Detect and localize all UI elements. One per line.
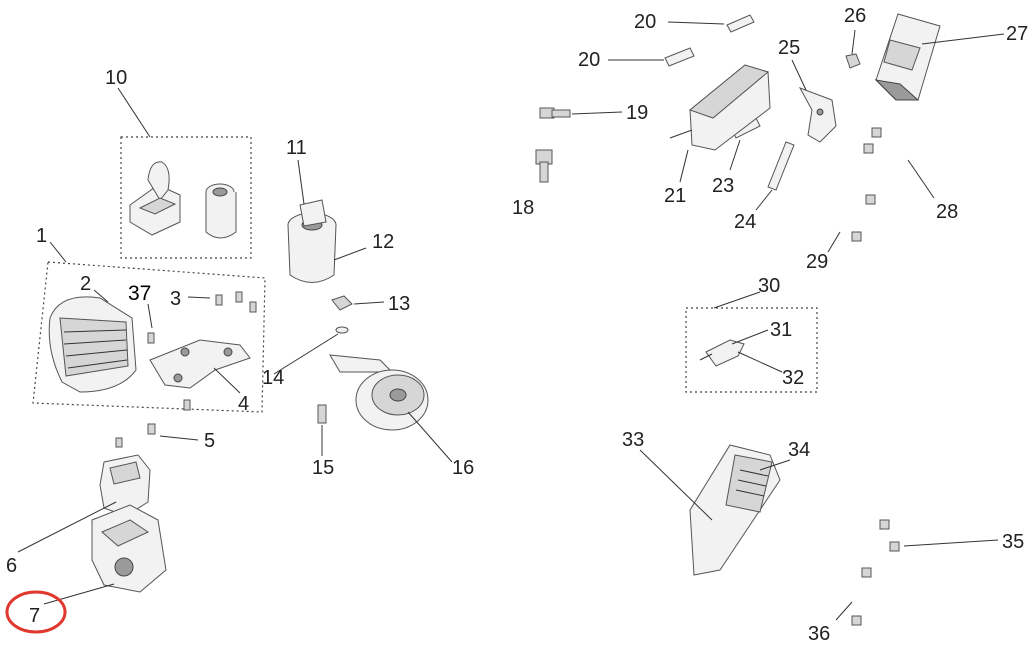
group-box-30 [685, 307, 818, 393]
part-31-32-connector [699, 339, 745, 367]
part-19-bolt [539, 107, 571, 119]
callout-7: 7 [29, 605, 40, 627]
part-35-36-screws [851, 519, 900, 626]
callout-25: 25 [778, 37, 800, 59]
callout-23: 23 [712, 175, 734, 197]
callout-6: 6 [6, 555, 17, 577]
part-7-switch-housing-lower [91, 504, 167, 593]
callout-1: 1 [36, 225, 47, 247]
callout-24: 24 [734, 211, 756, 233]
part-26-nut [845, 53, 861, 69]
callout-26: 26 [844, 5, 866, 27]
callout-20-bottom: 20 [578, 49, 600, 71]
callout-36: 36 [808, 623, 830, 645]
callout-11: 11 [286, 137, 307, 159]
highlight-circle-part-7 [5, 590, 67, 634]
callout-20-top: 20 [634, 11, 656, 33]
part-27-ecu-box [874, 13, 941, 101]
part-5-screw [115, 423, 156, 448]
part-15-bolt [317, 404, 327, 424]
callout-30: 30 [758, 275, 780, 297]
callout-5: 5 [204, 430, 215, 452]
callout-13: 13 [388, 293, 410, 315]
part-2-headlight [48, 296, 137, 393]
part-3-screws [147, 291, 257, 411]
part-21-battery-box [669, 64, 771, 151]
callout-21: 21 [664, 185, 686, 207]
callout-4: 4 [238, 393, 249, 415]
part-33-34-bracket-assembly [689, 444, 781, 576]
callout-10: 10 [105, 67, 127, 89]
callout-15: 15 [312, 457, 334, 479]
callout-28: 28 [936, 201, 958, 223]
part-28-29-screws [851, 127, 882, 242]
callout-34: 34 [788, 439, 810, 461]
callout-31: 31 [770, 319, 792, 341]
callout-37: 37 [128, 282, 151, 305]
callout-labels: 10 1 2 37 3 4 5 6 7 11 12 13 14 15 16 20… [6, 5, 1028, 645]
part-25-bracket [798, 87, 837, 143]
part-18-bolt [535, 149, 553, 183]
callout-29: 29 [806, 251, 828, 273]
callout-19: 19 [626, 102, 648, 124]
part-11-12-horn-relay [287, 199, 337, 283]
group-box-1 [32, 261, 266, 413]
part-13-nut [331, 295, 353, 311]
callout-27: 27 [1006, 23, 1028, 45]
callout-18: 18 [512, 197, 534, 219]
callout-16: 16 [452, 457, 474, 479]
part-14-washer [335, 326, 349, 334]
callout-2: 2 [80, 273, 91, 295]
callout-35: 35 [1002, 531, 1024, 553]
callout-12: 12 [372, 231, 394, 253]
callout-3: 3 [170, 288, 181, 310]
part-4-bracket [149, 339, 251, 389]
callout-32: 32 [782, 367, 804, 389]
part-6-switch-housing-upper [99, 454, 151, 517]
group-box-10 [120, 136, 252, 259]
leader-lines [17, 21, 1005, 621]
callout-14: 14 [262, 367, 284, 389]
part-10-switch-and-lock [129, 161, 237, 239]
part-24-strap [767, 141, 795, 191]
callout-33: 33 [622, 429, 644, 451]
